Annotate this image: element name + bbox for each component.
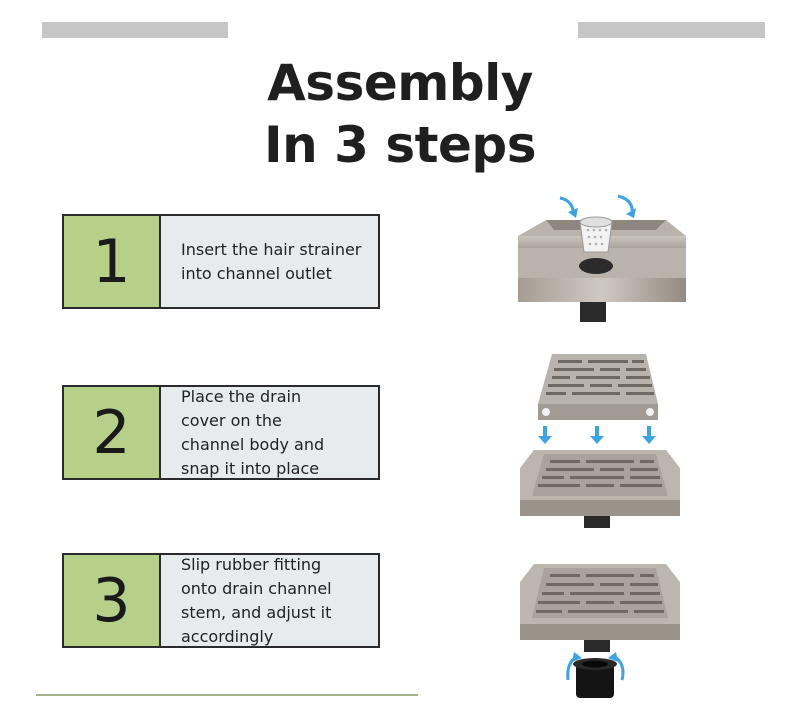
step-2-number: 2 bbox=[64, 387, 161, 478]
top-left-decor-bar bbox=[42, 22, 228, 38]
step-2-illustration bbox=[520, 354, 680, 528]
step-3-text: Slip rubber fitting onto drain channel s… bbox=[161, 555, 378, 646]
hair-strainer-icon bbox=[579, 216, 613, 253]
step-1-box: 1 Insert the hair strainer into channel … bbox=[62, 214, 380, 309]
title-line-2: In 3 steps bbox=[264, 116, 536, 174]
blue-arrow-icon bbox=[538, 426, 656, 444]
title-line-1: Assembly bbox=[267, 54, 533, 112]
bottom-divider bbox=[36, 694, 418, 696]
rubber-fitting-icon bbox=[573, 658, 617, 698]
step-1-number: 1 bbox=[64, 216, 161, 307]
step-3-number: 3 bbox=[64, 555, 161, 646]
page-title: Assembly In 3 steps bbox=[0, 52, 800, 176]
drain-channel-body-icon bbox=[520, 564, 680, 652]
top-right-decor-bar bbox=[578, 22, 765, 38]
step-2-box: 2 Place the drain cover on the channel b… bbox=[62, 385, 380, 480]
step-1-illustration bbox=[518, 194, 686, 322]
step-3-illustration bbox=[520, 564, 680, 698]
drain-channel-body-icon bbox=[520, 450, 680, 528]
step-1-text: Insert the hair strainer into channel ou… bbox=[161, 216, 378, 307]
drain-cover-icon bbox=[538, 354, 658, 420]
step-3-box: 3 Slip rubber fitting onto drain channel… bbox=[62, 553, 380, 648]
step-2-text: Place the drain cover on the channel bod… bbox=[161, 387, 378, 478]
